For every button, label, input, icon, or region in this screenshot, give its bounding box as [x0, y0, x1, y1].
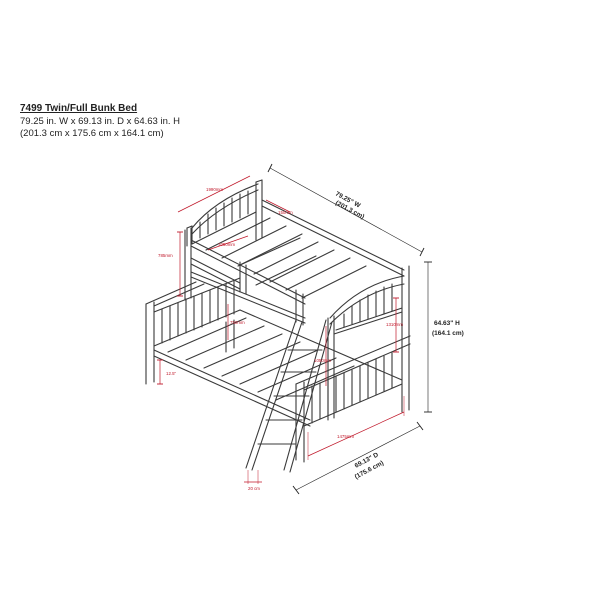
- lower-headboard: [145, 277, 241, 385]
- dim-inner-width: 1050mm: [218, 242, 235, 247]
- overall-height-cm: (164.1 cm): [432, 330, 464, 337]
- dim-top-length: 1990mm: [206, 187, 223, 192]
- component-dimensions: 1990mm 150mm 785mm 1050mm 750mm 12.5" 13…: [157, 175, 405, 491]
- product-header: 7499 Twin/Full Bunk Bed 79.25 in. W x 69…: [20, 103, 180, 140]
- dim-lower-gap: 750mm: [230, 320, 245, 325]
- dimensions-centimeters: (201.3 cm x 175.6 cm x 164.1 cm): [20, 128, 164, 139]
- overall-dimensions: 79.25" W (201.3 cm) 64.63" H (164.1 cm) …: [267, 163, 464, 495]
- ladder: [245, 319, 333, 473]
- dim-ladder-foot: 20 cm: [248, 486, 260, 491]
- dim-left-height: 785mm: [158, 253, 173, 258]
- upper-slats: [205, 217, 367, 299]
- product-title: 7499 Twin/Full Bunk Bed: [20, 103, 138, 114]
- lower-footboard: [295, 335, 411, 463]
- dim-right-height: 1310mm: [386, 322, 403, 327]
- dim-ladder-height: 1050mm: [314, 358, 331, 363]
- dim-lower-clear: 12.5": [166, 371, 177, 376]
- overall-height: 64.63" H: [434, 320, 460, 327]
- dim-top-rail: 150mm: [278, 210, 293, 215]
- bunk-bed-frame: [145, 179, 411, 473]
- upper-headboard: [186, 179, 263, 247]
- dim-bottom-length: 1475mm: [337, 434, 354, 439]
- dimensions-inches: 79.25 in. W x 69.13 in. D x 64.63 in. H: [20, 116, 181, 127]
